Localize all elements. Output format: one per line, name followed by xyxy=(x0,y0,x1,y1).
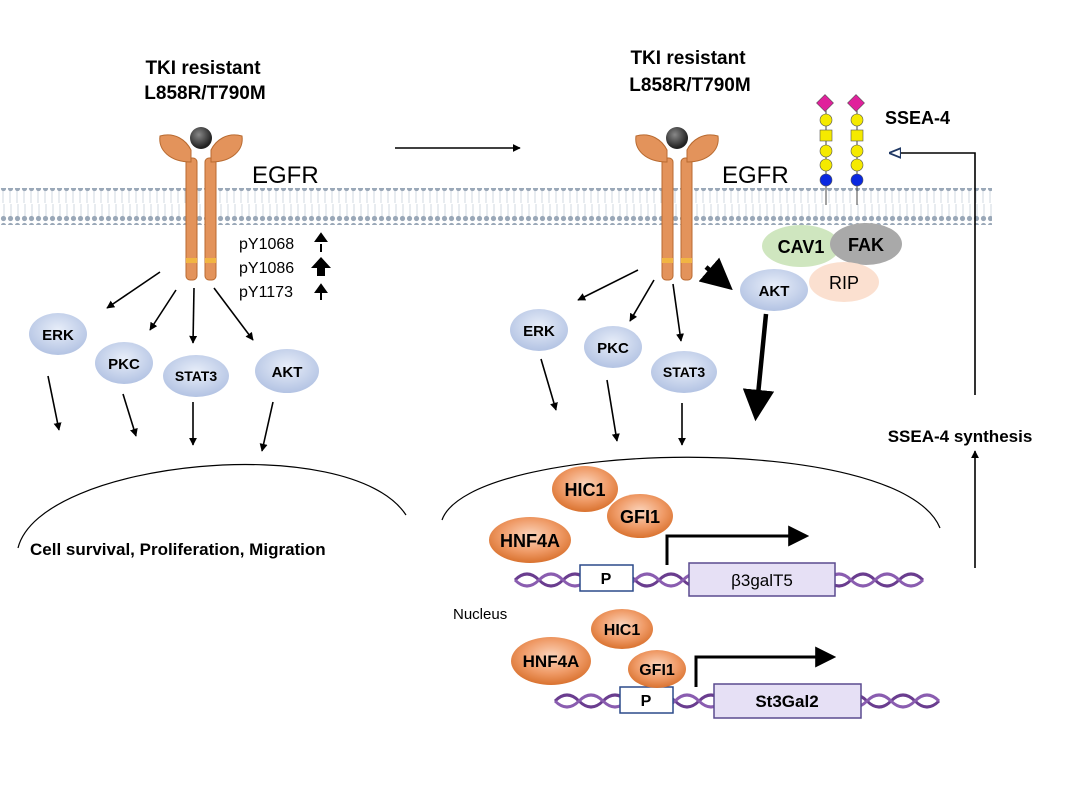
arrow-to-pkc-right xyxy=(629,279,655,322)
arrow-akt-to-nucleus xyxy=(742,313,775,422)
hnf4a-label-1: HNF4A xyxy=(500,531,560,551)
stat3-node xyxy=(163,355,229,397)
egfr-receptor-left xyxy=(159,127,243,281)
feedback-arrow xyxy=(890,153,976,395)
rip-label: RIP xyxy=(829,273,859,293)
arrow-down-right-2 xyxy=(606,379,620,442)
synthesis-label: SSEA-4 synthesis xyxy=(888,427,1033,446)
left-panel: TKI resistant L858R/T790M EGFR pY1068 pY… xyxy=(17,58,407,559)
cell-membrane xyxy=(0,188,992,225)
arrow-to-erk-right xyxy=(577,269,639,301)
right-title-line2: L858R/T790M xyxy=(629,75,750,96)
fak-label: FAK xyxy=(848,235,884,255)
ligand-ball-left xyxy=(190,127,212,149)
transcription-arrow-1 xyxy=(665,525,810,565)
cell-outcome-label: Cell survival, Proliferation, Migration xyxy=(30,540,326,559)
promoter-label-1: P xyxy=(601,571,612,588)
ssea4-glycan-1 xyxy=(816,94,834,205)
up-arrow-icon xyxy=(314,283,328,300)
gene-box-1 xyxy=(688,562,836,597)
akt-node-right xyxy=(740,269,808,311)
pkc-label: PKC xyxy=(108,356,140,373)
pkc-label-right: PKC xyxy=(597,340,629,357)
nucleus-arc-right xyxy=(441,456,941,529)
hnf4a-label-2: HNF4A xyxy=(523,652,580,671)
ssea4-label: SSEA-4 xyxy=(885,108,950,128)
phospho-site-1: pY1068 xyxy=(239,236,294,253)
hnf4a-node-1 xyxy=(489,517,571,563)
gene-box-2 xyxy=(713,683,862,719)
gene-locus-2: P St3Gal2 xyxy=(553,646,941,719)
gene-label-2: St3Gal2 xyxy=(755,692,818,711)
erk-node-right xyxy=(510,309,568,351)
transcription-arrow-2 xyxy=(694,646,837,687)
arrow-to-pkc xyxy=(149,289,177,331)
gene-label-1: β3galT5 xyxy=(731,571,793,590)
egfr-label-right: EGFR xyxy=(722,162,789,189)
hnf4a-node-2 xyxy=(511,637,591,685)
gfi1-node-1 xyxy=(607,494,673,538)
arrow-to-akt-right xyxy=(698,257,733,291)
promoter-label-2: P xyxy=(641,693,652,710)
pkc-node-right xyxy=(584,326,642,368)
erk-label-right: ERK xyxy=(523,323,555,340)
stat3-node-right xyxy=(651,351,717,393)
erk-label: ERK xyxy=(42,327,74,344)
pkc-node xyxy=(95,342,153,384)
left-title-line1: TKI resistant xyxy=(145,58,261,79)
cav1-node xyxy=(762,225,840,267)
left-title-line2: L858R/T790M xyxy=(144,83,265,104)
nucleus-arc-left xyxy=(17,464,407,549)
akt-node xyxy=(255,349,319,393)
fak-node xyxy=(830,223,902,265)
right-panel: TKI resistant L858R/T790M EGFR xyxy=(441,48,1033,719)
promoter-box-1 xyxy=(579,564,634,592)
hic1-node-2 xyxy=(591,609,653,649)
hic1-node-1 xyxy=(552,466,618,512)
arrow-down-4 xyxy=(259,401,274,452)
erk-node xyxy=(29,313,87,355)
egfr-receptor-right xyxy=(635,127,719,281)
akt-label: AKT xyxy=(272,364,303,381)
arrow-to-stat3 xyxy=(189,287,198,344)
gfi1-label-2: GFI1 xyxy=(639,662,675,679)
nucleus-label: Nucleus xyxy=(453,606,507,623)
hic1-label-2: HIC1 xyxy=(604,622,641,639)
arrow-to-akt xyxy=(213,287,254,341)
egfr-label-left: EGFR xyxy=(252,162,319,189)
gfi1-label-1: GFI1 xyxy=(620,507,660,527)
stat3-label: STAT3 xyxy=(175,368,217,384)
right-title-line1: TKI resistant xyxy=(630,48,746,69)
promoter-box-2 xyxy=(619,686,674,714)
hic1-label-1: HIC1 xyxy=(564,480,605,500)
arrow-to-stat3-right xyxy=(672,283,684,342)
gene-locus-1: P β3galT5 xyxy=(513,525,925,597)
ligand-ball-right xyxy=(666,127,688,149)
phospho-site-3: pY1173 xyxy=(239,284,293,301)
stat3-label-right: STAT3 xyxy=(663,364,705,380)
up-arrow-thick-icon xyxy=(311,257,331,276)
cav1-label: CAV1 xyxy=(778,237,825,257)
gfi1-node-2 xyxy=(628,650,686,688)
arrow-down-1 xyxy=(47,375,62,431)
arrow-down-right-1 xyxy=(540,358,558,411)
rip-node xyxy=(809,262,879,302)
ssea4-glycan-2 xyxy=(847,94,865,205)
phospho-site-2: pY1086 xyxy=(239,260,294,277)
up-arrow-icon xyxy=(314,232,328,252)
akt-label-right: AKT xyxy=(759,283,790,300)
arrow-to-erk xyxy=(106,271,161,309)
arrow-down-2 xyxy=(122,393,138,437)
